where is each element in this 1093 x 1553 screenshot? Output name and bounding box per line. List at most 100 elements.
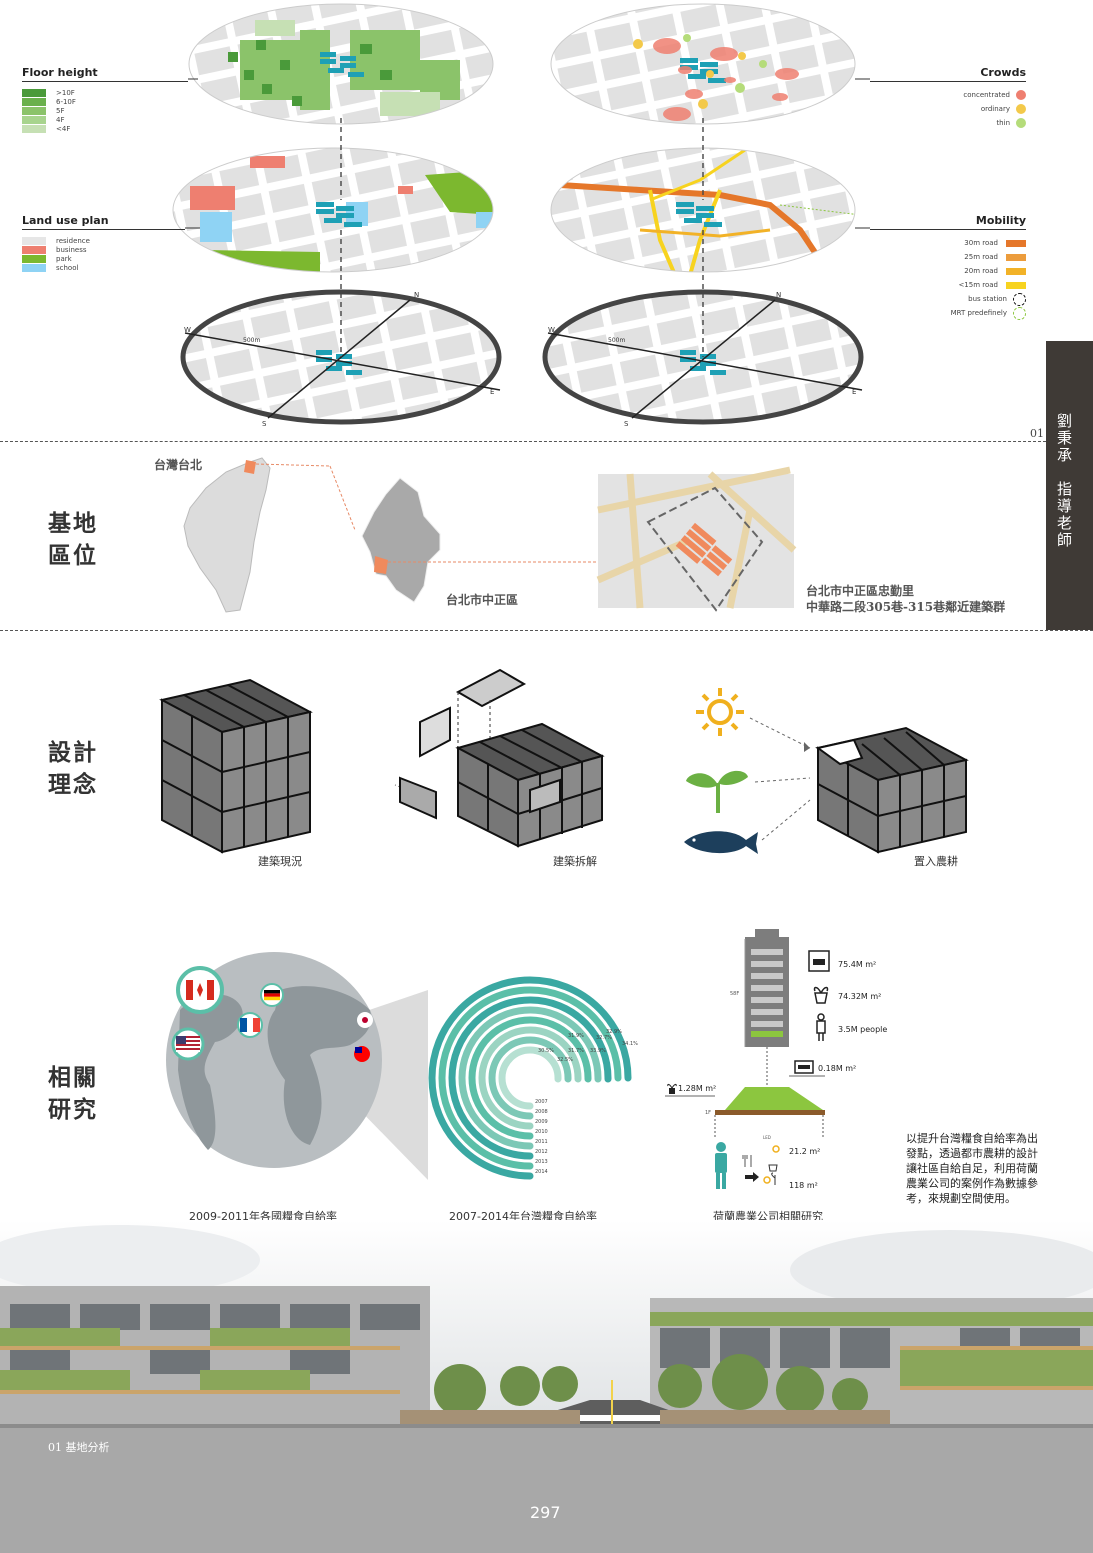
bed-icon <box>808 950 830 972</box>
arc-year: 2009 <box>535 1119 548 1125</box>
side-tab: 劉秉承 指導老師 <box>1046 341 1093 630</box>
research-heading: 相關 研究 <box>48 1064 98 1123</box>
sun-small-icon <box>763 1176 771 1184</box>
label-zhongzheng: 台北市中正區 <box>446 593 519 607</box>
stat-total-area: 75.4M m² <box>838 960 877 969</box>
flag-france-icon <box>237 1012 263 1038</box>
legend-label: 20m road <box>964 267 998 275</box>
legend-item: thin <box>870 116 1026 130</box>
flag-taiwan-icon <box>354 1046 370 1062</box>
flag-canada-icon <box>176 966 224 1014</box>
legend-label: residence <box>56 236 90 245</box>
floor-height-title: Floor height <box>22 66 98 79</box>
legend-item: 30m road <box>870 236 1026 250</box>
legend-label: ordinary <box>980 105 1010 113</box>
caption-farming: 置入農耕 <box>914 855 958 868</box>
legend-item: >10F <box>22 88 188 97</box>
legend-swatch <box>22 254 46 263</box>
legend-swatch <box>22 263 46 272</box>
arc-year: 2008 <box>535 1109 548 1115</box>
person-icon <box>816 1013 826 1041</box>
legend-item: business <box>22 245 185 254</box>
legend-item: school <box>22 263 185 272</box>
legend-item: 25m road <box>870 250 1026 264</box>
legend-item: 6-10F <box>22 97 188 106</box>
compass-n: N <box>776 291 781 299</box>
legend-label: 5F <box>56 106 65 115</box>
arc-year: 2013 <box>535 1159 548 1165</box>
compass-e: E <box>852 388 856 396</box>
address-line-1: 台北市中正區忠勤里 <box>806 584 915 598</box>
legend-swatch <box>22 97 46 106</box>
caption-dutch: 荷蘭農業公司相關研究 <box>713 1210 823 1223</box>
compass-n: N <box>414 291 419 299</box>
legend-item: park <box>22 254 185 263</box>
compass-w: W <box>184 326 191 334</box>
legend-swatch <box>22 236 46 245</box>
legend-label: 6-10F <box>56 97 76 106</box>
legend-item: 20m road <box>870 264 1026 278</box>
arc-percent: 31.9% <box>568 1033 584 1039</box>
legend-swatch <box>1006 253 1026 261</box>
legend-swatch <box>1006 267 1026 275</box>
legend-label: <15m road <box>958 281 998 289</box>
legend-label: 30m road <box>964 239 998 247</box>
flag-usa-icon <box>171 1027 205 1061</box>
arc-year: 2011 <box>535 1139 548 1145</box>
legend-swatch <box>22 124 46 133</box>
fish-icon <box>684 831 758 854</box>
legend-label: business <box>56 245 87 254</box>
section-divider-top <box>0 441 1046 442</box>
legend-swatch <box>22 245 46 254</box>
design-concept-diagrams <box>159 668 969 854</box>
mrt-station-icon <box>1013 306 1026 320</box>
stack-connectors <box>340 118 704 357</box>
stat-side-area: 1.28M m² <box>678 1084 717 1093</box>
arc-year: 2014 <box>535 1169 548 1175</box>
legend-dot <box>1016 104 1026 114</box>
footer-section-label: 01 基地分析 <box>48 1441 110 1454</box>
floor-height-map <box>189 4 493 124</box>
arc-year: 2007 <box>535 1099 548 1105</box>
arc-percent: 32.5% <box>557 1057 573 1063</box>
svg-text:500m: 500m <box>608 337 625 344</box>
stat-plant-area: 74.32M m² <box>838 992 882 1001</box>
floor-count-label: 58F <box>730 991 739 997</box>
fork-knife-icon <box>742 1155 752 1167</box>
land-use-title: Land use plan <box>22 214 109 227</box>
compass-lines-right <box>547 299 863 419</box>
dutch-farming-diagram: 58F 1F <box>665 929 830 1189</box>
legend-swatch <box>22 115 46 124</box>
legend-swatch <box>1006 239 1026 247</box>
crowds-map <box>551 4 855 124</box>
person-teal-icon <box>715 1142 727 1189</box>
legend-item: bus station <box>870 292 1026 306</box>
legend-swatch <box>22 88 46 97</box>
legend-label: MRT predefinely <box>950 309 1007 317</box>
sun-icon <box>696 688 744 736</box>
land-use-map <box>173 148 493 272</box>
sun-small-icon <box>772 1145 780 1153</box>
legend-item: 4F <box>22 115 188 124</box>
taiwan-location-maps <box>183 457 797 613</box>
caption-world: 2009-2011年各國糧食自給率 <box>189 1210 337 1223</box>
legend-label: 4F <box>56 115 65 124</box>
legend-label: 25m road <box>964 253 998 261</box>
crowds-legend: Crowds concentrated ordinary thin <box>870 66 1026 130</box>
world-self-sufficiency-globe <box>166 952 428 1180</box>
compass-lines-left <box>184 299 501 419</box>
legend-item: concentrated <box>870 88 1026 102</box>
stat-person-area-1: 21.2 m² <box>789 1147 821 1156</box>
location-heading: 基地 區位 <box>48 510 98 569</box>
plant-pot-icon <box>813 986 829 1004</box>
crowds-title: Crowds <box>980 66 1026 79</box>
compass-s: S <box>624 420 629 428</box>
page-number: 297 <box>530 1503 561 1522</box>
flag-germany-icon <box>260 983 284 1007</box>
arc-percent: 32.7% <box>596 1035 612 1041</box>
legend-swatch <box>1006 281 1026 289</box>
building-with-farming <box>815 726 969 854</box>
compass-s: S <box>262 420 267 428</box>
